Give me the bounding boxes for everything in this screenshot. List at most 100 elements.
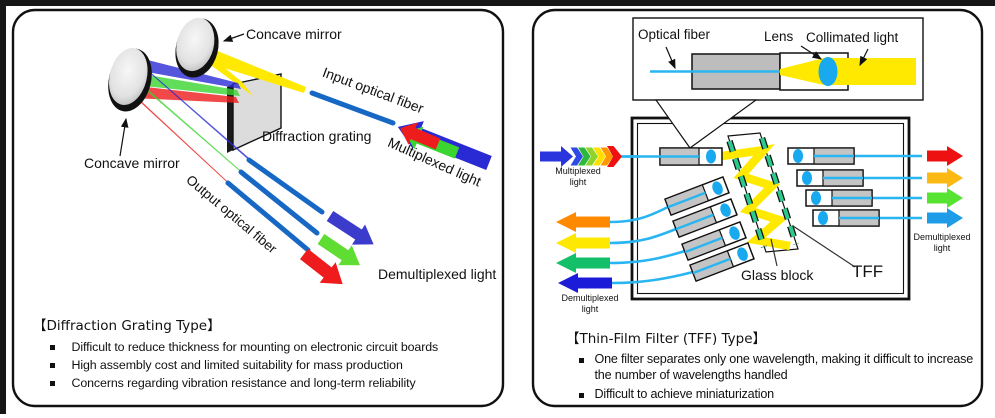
collimator-lens	[818, 211, 828, 225]
fiber-green	[609, 249, 686, 265]
concave-mirror-bottom-label: Concave mirror	[84, 155, 180, 171]
arrow-left-green	[556, 253, 610, 273]
concave-mirror-top-label: Concave mirror	[246, 26, 342, 42]
left-caption-bullet-3: Concerns regarding vibration resistance …	[33, 374, 438, 392]
reflected-beam-red	[126, 87, 231, 186]
input-fiber-line	[309, 90, 396, 126]
glass-block	[721, 132, 856, 268]
module-box-inner	[636, 122, 905, 295]
tilted-collimator-4	[689, 241, 755, 283]
mirror-face	[109, 47, 148, 105]
tff-row-right	[760, 137, 798, 245]
demultiplexed-light-right-label: Demultiplexed light	[913, 232, 971, 254]
tilted-collimator-3	[681, 220, 747, 262]
tilted-collimators	[664, 175, 755, 283]
left-fibers	[609, 205, 694, 285]
right-collimator-1	[787, 147, 855, 165]
collimator-inset	[632, 17, 924, 101]
bullet-marker	[579, 358, 584, 363]
arrow-right-green	[927, 188, 963, 208]
arrow-left-yellow	[556, 233, 610, 253]
bullet-marker	[50, 345, 55, 350]
collimator-lens	[720, 203, 731, 217]
mux-chevron-2	[578, 147, 591, 166]
right-caption-title: 【Thin-Film Filter (TFF) Type】	[566, 331, 767, 347]
arrow-right-amber	[927, 168, 963, 188]
tilted-collimator-2	[672, 197, 738, 239]
mux-chevron-4	[593, 147, 606, 166]
demultiplexed-arrows	[299, 210, 374, 285]
dispersed-beam-green	[130, 72, 240, 96]
collimator-lens	[811, 191, 821, 205]
left-caption-bullet-1: Difficult to reduce thickness for mounti…	[33, 338, 438, 356]
collimator-fiber	[675, 213, 714, 231]
collimator-lens	[706, 149, 716, 164]
concave-mirror-top	[175, 17, 219, 78]
optical-fibers	[225, 90, 396, 253]
left-panel	[11, 8, 505, 408]
mux-arrow-red	[400, 122, 441, 150]
right-collimators	[787, 147, 880, 227]
right-caption-bullet-2: Difficult to achieve miniaturization	[566, 386, 978, 402]
right-panel	[531, 8, 984, 408]
demultiplexed-light-left-label: Demultiplexed light	[561, 293, 619, 315]
arrow-right-red	[927, 146, 963, 166]
mux-chevron-red	[607, 146, 622, 167]
left-demux-arrows	[556, 212, 612, 293]
bullet-marker	[50, 363, 55, 368]
collimator-lens	[737, 247, 748, 261]
mux-chevron-5	[600, 147, 613, 166]
demux-arrow-green	[317, 234, 360, 266]
left-caption-bullet-2-text: High assembly cost and limited suitabili…	[71, 358, 403, 372]
beam-fiber-to-mirror	[193, 41, 306, 93]
collimator-lens	[802, 171, 812, 185]
demux-arrow-blue	[326, 210, 374, 245]
arrow-right-blue	[927, 208, 963, 228]
collimator-lens	[712, 181, 723, 195]
collimator-fiber	[667, 191, 706, 209]
tff-row-left	[727, 140, 766, 248]
leader-optical-fiber	[665, 46, 676, 70]
demux-arrow-red	[299, 248, 343, 285]
fiber-orange	[609, 205, 669, 224]
reflected-beam-blue	[133, 57, 251, 162]
right-caption-bullet-1-text: One filter separates only one wavelength…	[594, 352, 974, 382]
demultiplexed-light-label: Demultiplexed light	[378, 266, 497, 282]
bullet-marker	[50, 381, 55, 386]
concave-mirror-left	[108, 47, 152, 112]
diffraction-grating-label: Diffraction grating	[262, 128, 372, 144]
inset-callout	[654, 99, 758, 149]
leader-lens	[800, 45, 823, 60]
arrow-left-blue	[558, 273, 612, 293]
right-demux-arrows	[927, 146, 963, 228]
mirror-face	[176, 17, 215, 72]
left-caption-title: 【Diffraction Grating Type】	[33, 318, 221, 334]
multiplexed-light-small-label: Multiplexed light	[555, 166, 601, 188]
output-fiber-2	[238, 169, 320, 236]
collimator-lens	[793, 149, 803, 163]
leader-concave-mirror-top	[222, 33, 245, 42]
collimator-fiber	[692, 257, 731, 275]
screen-edge-left	[0, 0, 6, 414]
collimator-lens	[729, 226, 740, 240]
tff-filters	[726, 137, 800, 249]
leader-glass-block	[770, 238, 778, 267]
reflected-beam-green	[129, 73, 243, 174]
left-caption-bullet-2: High assembly cost and limited suitabili…	[33, 356, 438, 374]
multiplexed-arrows	[397, 121, 492, 170]
output-fiber-3	[225, 180, 311, 253]
mux-train-blue-arrow	[540, 146, 573, 167]
right-fibers	[854, 154, 922, 220]
lens-label: Lens	[764, 29, 794, 44]
right-collimator-3	[805, 189, 873, 207]
mux-chevron-3	[585, 147, 598, 166]
fiber-yellow	[609, 227, 677, 245]
collimator-fiber	[684, 236, 723, 254]
multiplexed-train	[540, 146, 640, 167]
output-fiber-1	[246, 157, 325, 215]
bullet-marker	[579, 393, 584, 398]
leader-concave-mirror-bottom	[119, 117, 129, 157]
screen-edge-top	[0, 0, 995, 6]
